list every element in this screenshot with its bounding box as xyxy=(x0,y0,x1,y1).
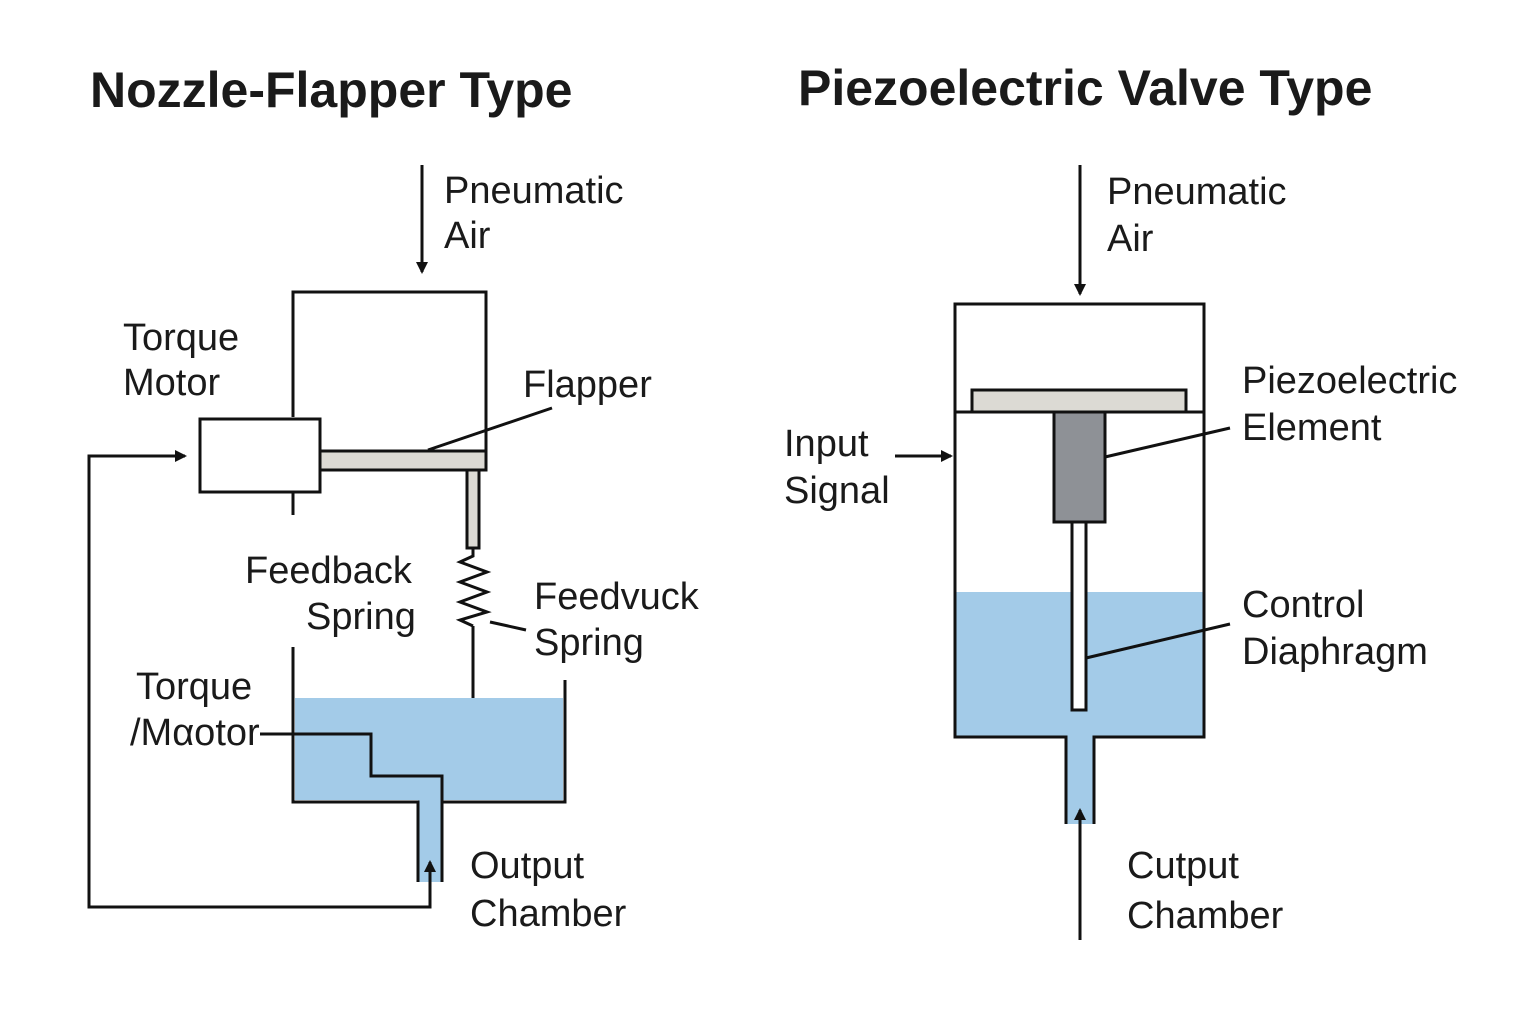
torque-motor-2-label-line1: Torque xyxy=(136,666,252,708)
feedvuck-leader-line xyxy=(489,620,527,632)
nozzle-flapper-diagram: Nozzle-Flapper Type Pneumatic Air Torque… xyxy=(87,62,700,935)
right-output-label-line2: Chamber xyxy=(1127,895,1284,937)
piezo-label-line2: Element xyxy=(1242,407,1382,449)
piezo-leader-line xyxy=(1104,426,1231,459)
left-chamber-wall-left xyxy=(291,647,420,882)
right-housing-wall-left xyxy=(953,412,1068,824)
diaphragm-label-line1: Control xyxy=(1242,584,1365,626)
left-title: Nozzle-Flapper Type xyxy=(90,62,572,118)
piezo-element xyxy=(1052,410,1107,524)
left-chamber-wall-right xyxy=(440,680,567,882)
feedvuck-spring-label-line2: Spring xyxy=(534,622,644,664)
left-fluid xyxy=(295,698,563,882)
left-output-label-line1: Output xyxy=(470,845,585,887)
piezo-stem xyxy=(1070,520,1088,712)
torque-motor-label-line2: Motor xyxy=(123,362,220,404)
torque-motor-label-line1: Torque xyxy=(123,317,239,359)
left-air-label-line2: Air xyxy=(444,215,491,257)
left-air-label-line1: Pneumatic xyxy=(444,170,624,212)
flapper-bar xyxy=(318,449,488,472)
feedback-loop-line xyxy=(87,450,432,909)
torque-motor-2-leader xyxy=(260,732,444,802)
diaphragm-label-line2: Diaphragm xyxy=(1242,631,1428,673)
feedback-spring-label-line2: Spring xyxy=(306,596,416,638)
input-label-line2: Signal xyxy=(784,470,890,512)
left-upper-housing xyxy=(291,290,488,451)
piezoelectric-diagram: Piezoelectric Valve Type Pneumatic Air P… xyxy=(784,60,1457,940)
right-air-label-line2: Air xyxy=(1107,218,1154,260)
feedvuck-spring-label-line1: Feedvuck xyxy=(534,576,700,618)
right-air-label-line1: Pneumatic xyxy=(1107,171,1287,213)
right-output-label-line1: Cutput xyxy=(1127,845,1239,887)
left-output-label-line2: Chamber xyxy=(470,893,627,935)
flapper-leader-line xyxy=(427,406,553,452)
right-title: Piezoelectric Valve Type xyxy=(798,60,1372,116)
feedback-spring xyxy=(455,548,492,628)
torque-motor-block xyxy=(198,417,322,494)
torque-motor-2-label-line2: /Mαotor xyxy=(130,712,260,754)
input-label-line1: Input xyxy=(784,423,869,465)
diaphragm-leader-line xyxy=(1085,622,1231,660)
flapper-label: Flapper xyxy=(523,364,652,406)
feedback-rod xyxy=(465,468,481,550)
piezo-label-line1: Piezoelectric xyxy=(1242,360,1457,402)
feedback-spring-label-line1: Feedback xyxy=(245,550,413,592)
right-housing-wall-right xyxy=(1092,412,1206,824)
piezo-top-plate xyxy=(970,388,1188,414)
